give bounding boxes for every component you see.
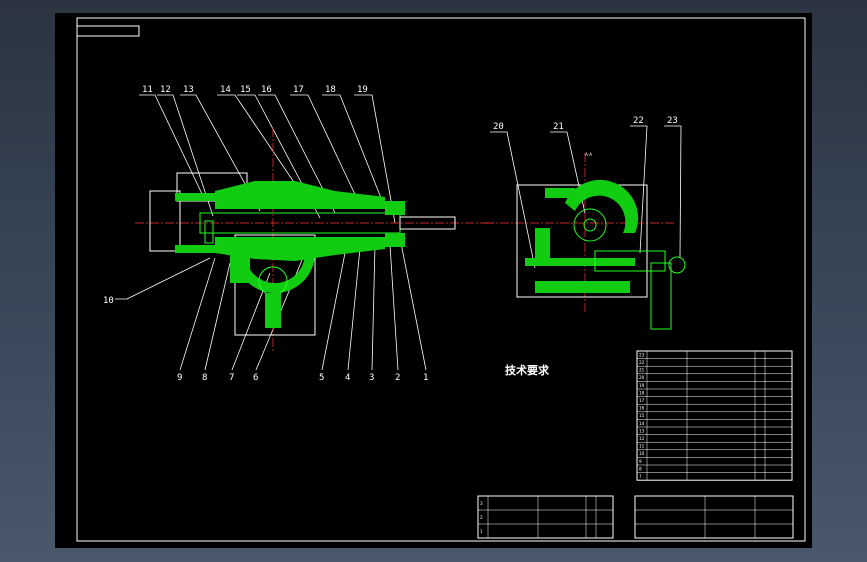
bom-row-no: 12 bbox=[639, 436, 645, 441]
leader-23: 23 bbox=[667, 116, 678, 126]
side-section-view: 20 21 22 23 A-A bbox=[485, 116, 686, 330]
leader-18: 18 bbox=[325, 85, 336, 95]
bom-row-no: 21 bbox=[639, 368, 645, 373]
leader-22: 22 bbox=[633, 116, 644, 126]
bom-row-no: 9 bbox=[639, 459, 642, 464]
bom-row-no: 23 bbox=[639, 352, 645, 357]
section-mark: A-A bbox=[585, 152, 592, 157]
leader-16: 16 bbox=[261, 85, 272, 95]
title-block bbox=[634, 495, 794, 539]
leader-13: 13 bbox=[183, 85, 194, 95]
leader-10: 10 bbox=[103, 296, 114, 306]
bom-row-no: 11 bbox=[639, 444, 645, 449]
leader-6: 6 bbox=[253, 373, 258, 383]
bom-row-no: 13 bbox=[639, 428, 645, 433]
lower-row-no: 2 bbox=[480, 515, 483, 520]
leader-9: 9 bbox=[177, 373, 182, 383]
lower-row-no: 1 bbox=[480, 529, 483, 534]
bom-row-no: 17 bbox=[639, 398, 645, 403]
leader-17: 17 bbox=[293, 85, 304, 95]
leader-labels-top: 11 12 13 14 15 16 17 18 19 bbox=[142, 85, 368, 95]
bom-row-no: 8 bbox=[639, 466, 642, 471]
bom-table: 23 22 21 20 19 18 17 16 15 14 13 12 11 10 9 8 7 bbox=[636, 350, 793, 481]
lower-parts-table: 3 2 1 bbox=[477, 495, 614, 539]
leader-14: 14 bbox=[220, 85, 231, 95]
bom-row-no: 22 bbox=[639, 360, 645, 365]
drawing-sheet: 11 12 13 14 15 16 17 18 19 9 bbox=[55, 13, 812, 548]
leader-8: 8 bbox=[202, 373, 207, 383]
leader-20: 20 bbox=[493, 122, 504, 132]
bom-row-no: 18 bbox=[639, 390, 645, 395]
assembly-drawing: 11 12 13 14 15 16 17 18 19 9 bbox=[76, 17, 806, 542]
leader-2: 2 bbox=[395, 373, 400, 383]
leader-5: 5 bbox=[319, 373, 324, 383]
leader-19: 19 bbox=[357, 85, 368, 95]
tech-req-title: 技术要求 bbox=[505, 363, 550, 377]
bom-row-no: 19 bbox=[639, 383, 645, 388]
leader-11: 11 bbox=[142, 85, 153, 95]
leader-15: 15 bbox=[240, 85, 251, 95]
tech-requirements: 技术要求 bbox=[505, 363, 550, 377]
lower-row-no: 3 bbox=[480, 501, 483, 506]
bom-row-no: 14 bbox=[639, 421, 645, 426]
leader-4: 4 bbox=[345, 373, 350, 383]
leader-3: 3 bbox=[369, 373, 374, 383]
leader-1: 1 bbox=[423, 373, 428, 383]
leader-12: 12 bbox=[160, 85, 171, 95]
stamp-box bbox=[76, 25, 140, 37]
bom-row-no: 10 bbox=[639, 451, 645, 456]
bom-row-no: 15 bbox=[639, 413, 645, 418]
leader-21: 21 bbox=[553, 122, 564, 132]
bom-row-no: 16 bbox=[639, 406, 645, 411]
bom-row-no: 7 bbox=[639, 474, 642, 479]
main-section-view bbox=[135, 128, 495, 353]
outer-frame bbox=[76, 17, 806, 542]
leader-labels-bottom: 9 8 7 6 5 4 3 2 1 bbox=[177, 373, 428, 383]
bom-row-no: 20 bbox=[639, 375, 645, 380]
leader-7: 7 bbox=[229, 373, 234, 383]
